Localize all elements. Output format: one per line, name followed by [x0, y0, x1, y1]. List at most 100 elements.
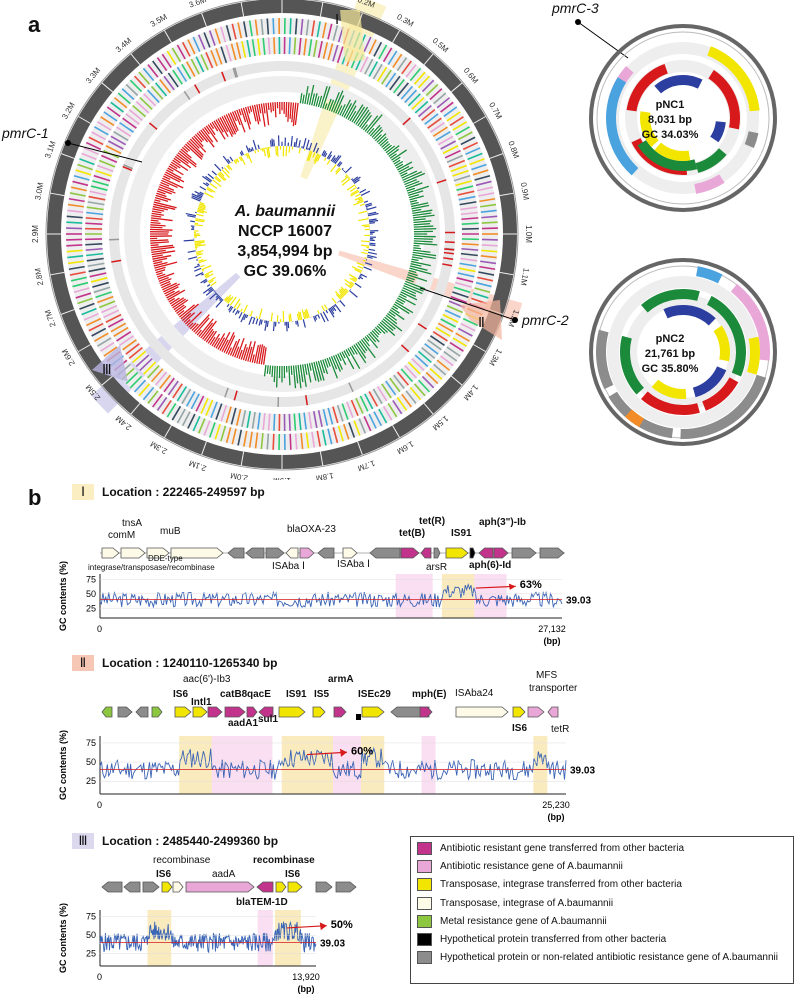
gc-skew-bar: [261, 148, 264, 152]
gc-content-bar: [357, 109, 370, 127]
gc-skew-bar: [288, 314, 291, 322]
cds-stripe: [461, 243, 479, 246]
gc-content-bar: [229, 340, 238, 356]
gc-skew-bar: [194, 240, 205, 243]
cds-stripe: [480, 209, 497, 213]
gc-content-bar: [153, 203, 176, 210]
region1-gene: [539, 547, 565, 559]
cds-stripe: [421, 375, 435, 389]
cds-stripe: [459, 201, 477, 206]
gc-skew-bar: [307, 151, 313, 162]
gc-content-bar: [186, 311, 203, 327]
cds-stripe: [429, 367, 443, 380]
cds-stripe: [409, 67, 422, 82]
cds-stripe: [152, 60, 163, 75]
gc-content-bar: [177, 152, 197, 168]
genome-tick-label: 2.0M: [229, 471, 248, 480]
gc-skew-bar: [215, 295, 221, 301]
genome-tick-label: 0.9M: [519, 182, 531, 201]
cds-stripe: [235, 42, 242, 60]
gc-content-bar: [409, 195, 424, 201]
cds-stripe: [293, 413, 297, 431]
gc-skew-bar: [239, 152, 243, 156]
plasmid1-name: pNC1: [655, 99, 685, 111]
cds-stripe: [185, 391, 196, 407]
gc-content-bar: [413, 244, 420, 247]
gc-content-bar: [156, 190, 166, 195]
cds-stripe: [449, 341, 464, 352]
gc-skew-bar: [285, 146, 288, 157]
cds-stripe: [456, 185, 474, 191]
genome-gc: GC 39.06%: [243, 263, 327, 280]
cds-stripe: [235, 408, 242, 426]
gc-content-bar: [153, 201, 177, 209]
feature-mark: [123, 164, 133, 170]
gc-skew-bar: [350, 190, 360, 197]
gc-skew-bar: [335, 293, 342, 300]
genome-tick-label: 2.8M: [33, 267, 45, 286]
gc-content-bar: [410, 202, 429, 208]
gc-skew-bar: [223, 167, 230, 174]
gc-content-bar: [160, 280, 171, 287]
gc-skew-bar: [190, 220, 195, 223]
gc-skew-bar: [363, 249, 369, 252]
gc-content-bar: [219, 117, 229, 133]
gc-skew-bar: [351, 266, 363, 272]
gc-content-bar: [193, 314, 210, 333]
cds-stripe: [214, 28, 221, 45]
gc-skew-bar: [355, 193, 361, 198]
plasmid1-gene-arc: [694, 174, 725, 194]
gc-skew-bar: [197, 209, 207, 214]
gc-content-bar: [412, 212, 432, 217]
cds-stripe: [113, 130, 129, 142]
feature-mark: [436, 179, 447, 184]
gc-content-bar: [406, 276, 415, 281]
gc-content-bar: [196, 132, 205, 142]
gc-skew-bar: [295, 138, 298, 148]
cds-stripe: [89, 190, 107, 196]
gc-content-bar: [205, 125, 219, 143]
gc-skew-bar: [203, 280, 208, 284]
cds-stripe: [135, 100, 150, 114]
region1-gene: [120, 547, 146, 559]
cds-stripe: [133, 75, 147, 89]
gc-content-bar: [409, 265, 428, 271]
feature-mark: [400, 344, 410, 353]
cds-stripe: [336, 404, 344, 422]
plasmid2-gene-arc: [625, 409, 645, 428]
gc-skew-bar: [356, 262, 365, 267]
gc-content-bar: [319, 360, 326, 374]
cds-stripe: [273, 37, 276, 55]
region2-gene: [455, 706, 509, 718]
gc-skew-bar: [329, 307, 335, 315]
cds-stripe: [443, 106, 458, 118]
plasmid2-gene-arc: [651, 379, 687, 399]
gc-skew-bar: [308, 142, 313, 151]
cds-stripe: [460, 322, 476, 332]
plasmid1-gc: GC 34.03%: [641, 129, 699, 141]
region2-gene: [207, 706, 223, 718]
cds-stripe: [73, 287, 90, 294]
gc-content-bar: [403, 284, 423, 295]
cds-stripe: [159, 79, 171, 94]
region3-location: Location : 2485440-2499360 bp: [102, 834, 279, 848]
cds-stripe: [436, 359, 451, 371]
gc-skew-bar: [245, 145, 250, 153]
cds-stripe: [262, 37, 266, 55]
gc-skew-bar: [330, 155, 336, 162]
gc-content-bar: [215, 119, 224, 133]
cds-stripe: [448, 159, 466, 168]
gc-content-bar: [311, 362, 317, 381]
cds-stripe: [187, 39, 196, 55]
gc-x-start: 0: [97, 624, 102, 634]
genome-tick-mark: [319, 451, 324, 466]
gc-skew-bar: [200, 278, 207, 284]
cds-stripe: [332, 44, 339, 62]
gc-content-bar: [413, 247, 422, 250]
cds-stripe: [69, 192, 86, 197]
gc-content-bar: [258, 103, 262, 114]
cds-stripe: [389, 75, 401, 91]
gc-skew-bar: [252, 140, 257, 151]
gc-content-bar: [362, 337, 370, 347]
gc-content-bar: [256, 104, 261, 122]
